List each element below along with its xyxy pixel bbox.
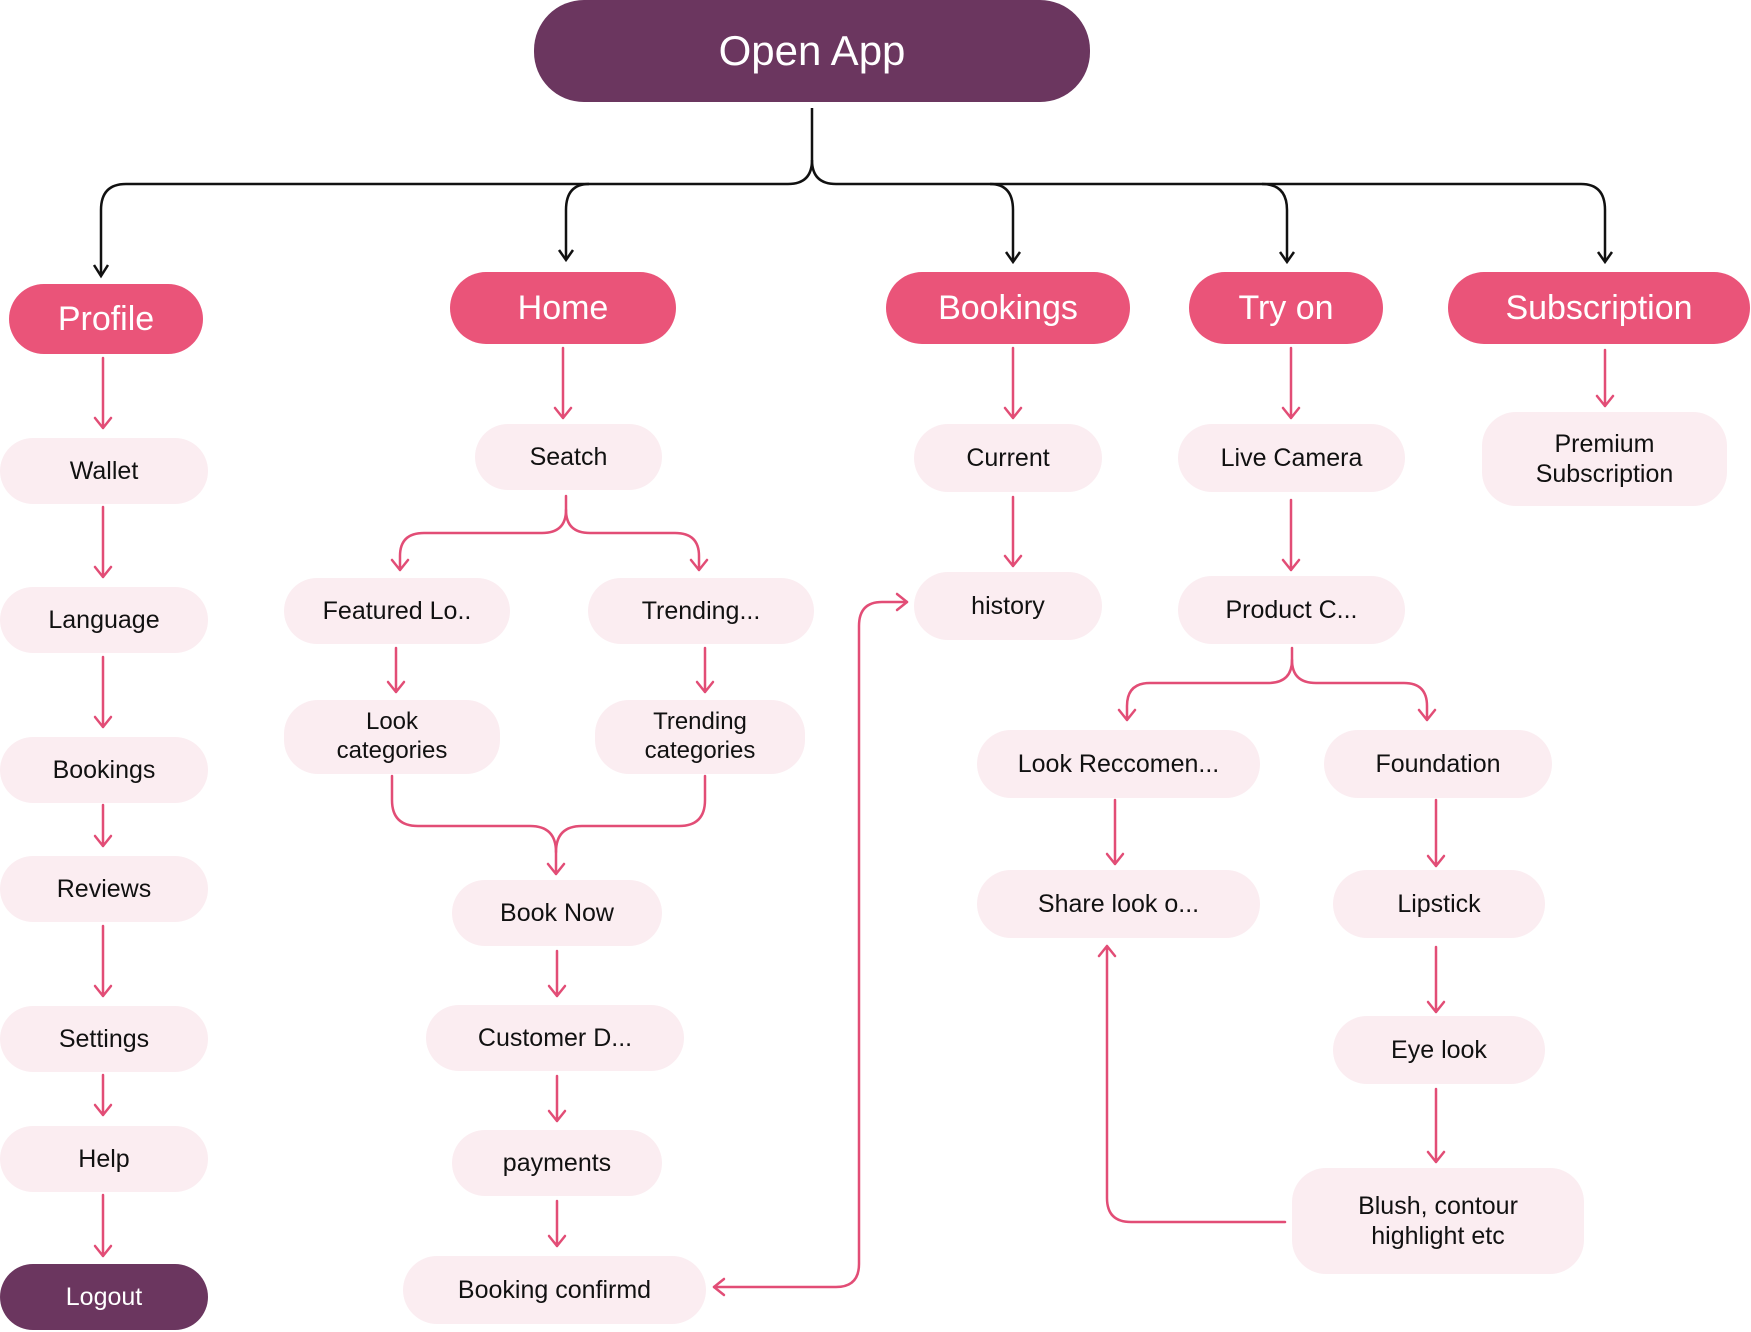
look-recommend-label: Look Reccomen... (1017, 750, 1220, 778)
root-connectors (92, 108, 1614, 279)
foundation-node[interactable]: Foundation (1324, 730, 1552, 798)
premium-subscription-label: Premium Subscription (1535, 430, 1674, 488)
trending-label: Trending... (641, 597, 761, 625)
language-node[interactable]: Language (0, 587, 208, 653)
help-node[interactable]: Help (0, 1126, 208, 1192)
logout-label: Logout (65, 1283, 143, 1311)
subscription-node[interactable]: Subscription (1448, 272, 1750, 344)
wallet-node[interactable]: Wallet (0, 438, 208, 504)
flow-connectors (93, 346, 1615, 1297)
search-label: Seatch (529, 443, 608, 471)
live-camera-label: Live Camera (1220, 444, 1363, 472)
settings-label: Settings (58, 1025, 150, 1053)
look-categories-node[interactable]: Look categories (284, 700, 500, 774)
eye-look-node[interactable]: Eye look (1333, 1016, 1545, 1084)
profile-bookings-label: Bookings (52, 756, 156, 784)
trending-node[interactable]: Trending... (588, 578, 814, 644)
search-node[interactable]: Seatch (475, 424, 662, 490)
history-label: history (971, 592, 1045, 620)
home-node[interactable]: Home (450, 272, 676, 344)
wallet-label: Wallet (69, 457, 139, 485)
premium-subscription-node[interactable]: Premium Subscription (1482, 412, 1727, 506)
settings-node[interactable]: Settings (0, 1006, 208, 1072)
current-node[interactable]: Current (914, 424, 1102, 492)
open-app-node[interactable]: Open App (534, 0, 1090, 102)
product-catalog-label: Product C... (1225, 596, 1358, 624)
try-on-label: Try on (1238, 288, 1334, 327)
help-label: Help (78, 1145, 130, 1173)
lipstick-label: Lipstick (1397, 890, 1481, 918)
book-now-label: Book Now (500, 899, 614, 927)
share-look-node[interactable]: Share look o... (977, 870, 1260, 938)
share-look-label: Share look o... (1037, 890, 1200, 918)
reviews-label: Reviews (56, 875, 152, 903)
open-app-label: Open App (718, 26, 906, 74)
live-camera-node[interactable]: Live Camera (1178, 424, 1405, 492)
reviews-node[interactable]: Reviews (0, 856, 208, 922)
lipstick-node[interactable]: Lipstick (1333, 870, 1545, 938)
featured-looks-node[interactable]: Featured Lo.. (284, 578, 510, 644)
logout-node[interactable]: Logout (0, 1264, 208, 1330)
subscription-label: Subscription (1505, 288, 1693, 327)
booking-confirmed-node[interactable]: Booking confirmd (403, 1256, 706, 1324)
look-recommend-node[interactable]: Look Reccomen... (977, 730, 1260, 798)
profile-bookings-node[interactable]: Bookings (0, 737, 208, 803)
featured-looks-label: Featured Lo.. (322, 597, 472, 625)
payments-node[interactable]: payments (452, 1130, 662, 1196)
look-categories-label: Look categories (336, 708, 448, 764)
bookings-label: Bookings (938, 288, 1078, 327)
foundation-label: Foundation (1375, 750, 1501, 778)
booking-confirmed-label: Booking confirmd (457, 1276, 652, 1304)
book-now-node[interactable]: Book Now (452, 880, 662, 946)
trending-categories-label: Trending categories (644, 708, 756, 764)
home-label: Home (517, 288, 609, 327)
blush-contour-label: Blush, contour highlight etc (1358, 1192, 1518, 1250)
blush-contour-node[interactable]: Blush, contour highlight etc (1292, 1168, 1584, 1274)
current-label: Current (966, 444, 1050, 472)
history-node[interactable]: history (914, 572, 1102, 640)
eye-look-label: Eye look (1391, 1036, 1487, 1064)
customer-details-label: Customer D... (477, 1024, 633, 1052)
trending-categories-node[interactable]: Trending categories (595, 700, 805, 774)
try-on-node[interactable]: Try on (1189, 272, 1383, 344)
profile-node[interactable]: Profile (9, 284, 203, 354)
customer-details-node[interactable]: Customer D... (426, 1005, 684, 1071)
bookings-node[interactable]: Bookings (886, 272, 1130, 344)
language-label: Language (48, 606, 160, 634)
payments-label: payments (502, 1149, 612, 1177)
profile-label: Profile (57, 299, 155, 338)
product-catalog-node[interactable]: Product C... (1178, 576, 1405, 644)
